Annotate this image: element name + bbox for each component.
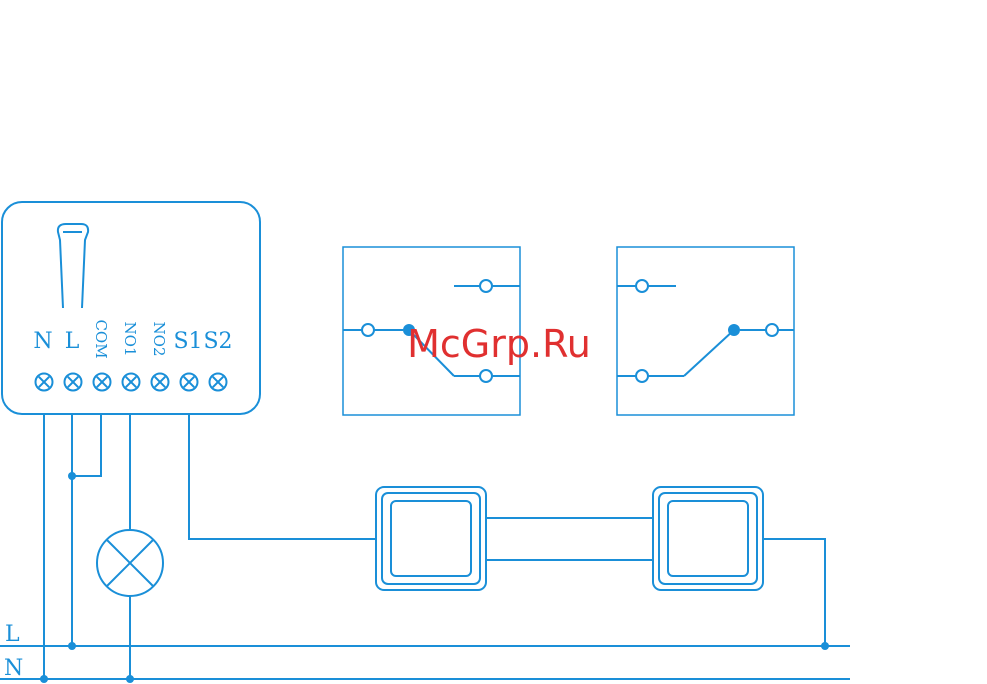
wall-switch-icon xyxy=(376,487,486,590)
junction-dot xyxy=(68,642,76,650)
terminal-label-com: COM xyxy=(92,319,110,358)
terminal-label-no2: NO2 xyxy=(150,322,168,357)
terminal-label-n: N xyxy=(33,329,52,354)
wire-com-bridge xyxy=(72,414,101,476)
wire-s1 xyxy=(189,414,376,539)
wall-switch-icon xyxy=(653,487,763,590)
bus-label-n: N xyxy=(4,656,23,681)
screw-terminal-icon xyxy=(36,374,53,391)
terminal-label-no1: NO1 xyxy=(121,322,139,357)
relay-module: N L COM NO1 NO2 S1 S2 xyxy=(2,202,260,414)
screw-terminal-icon xyxy=(65,374,82,391)
junction-dot xyxy=(40,675,48,683)
watermark: McGrp.Ru xyxy=(407,322,591,366)
screw-terminal-icon xyxy=(94,374,111,391)
terminal-label-s2: S2 xyxy=(203,329,232,354)
junction-dot xyxy=(821,642,829,650)
screw-terminal-icon xyxy=(181,374,198,391)
antenna-icon xyxy=(58,224,88,308)
terminal-label-s1: S1 xyxy=(173,329,202,354)
screw-terminal-icon xyxy=(152,374,169,391)
bus-label-l: L xyxy=(5,622,20,647)
terminal-label-l: L xyxy=(65,329,80,354)
junction-dot xyxy=(68,472,76,480)
screw-terminal-icon xyxy=(210,374,227,391)
wiring xyxy=(0,414,850,683)
junction-dot xyxy=(126,675,134,683)
lamp-icon xyxy=(97,530,163,596)
wire-switch2-l xyxy=(763,539,825,646)
screw-terminal-icon xyxy=(123,374,140,391)
screw-terminals xyxy=(36,374,227,391)
switch-contact-icon xyxy=(617,247,794,415)
